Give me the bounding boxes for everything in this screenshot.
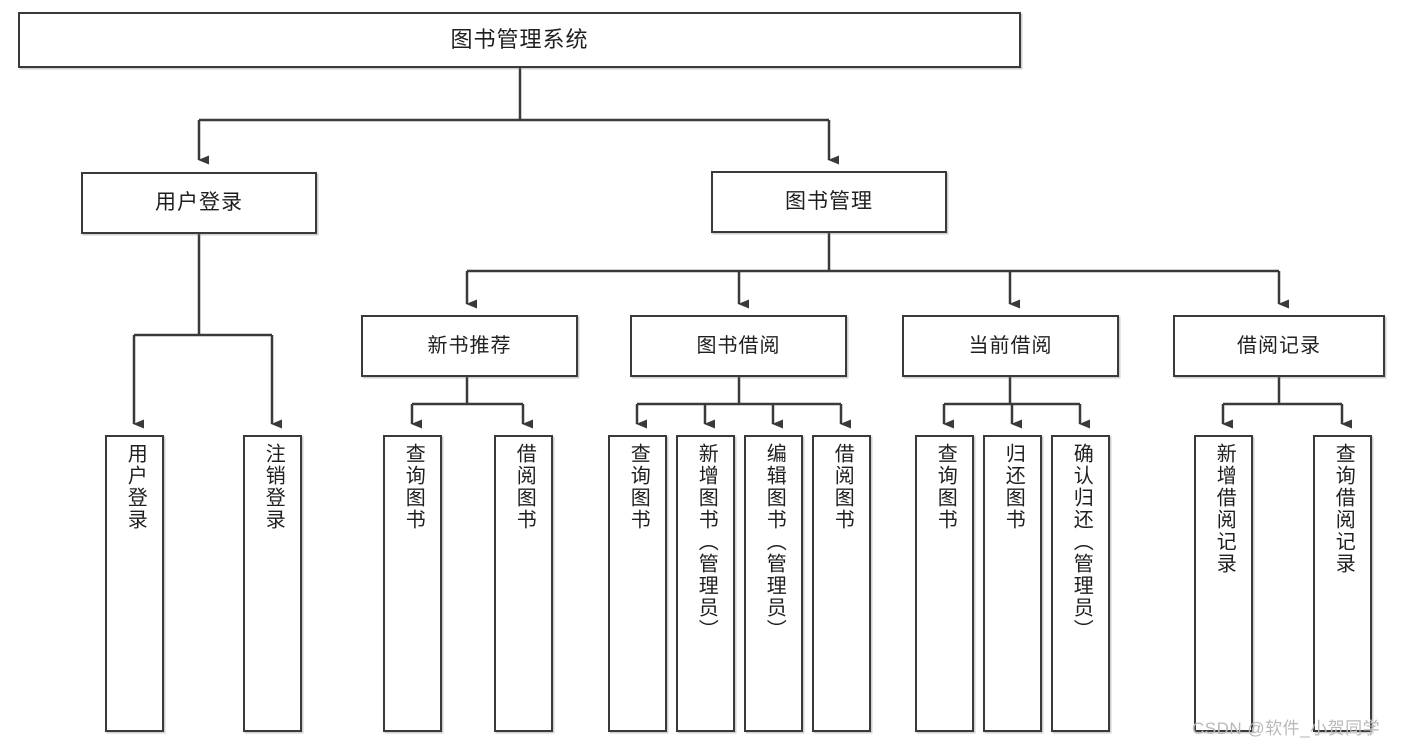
node-label: 图书借阅: [696, 334, 781, 357]
node-leaf-logout[interactable]: 注销登录: [243, 435, 302, 732]
node-leaf-add-book-admin[interactable]: 新增图书（管理员）: [676, 435, 735, 732]
node-user-login[interactable]: 用户登录: [81, 172, 317, 234]
node-label: 用户登录: [124, 443, 147, 531]
node-label: 查询图书: [627, 443, 650, 531]
node-label: 图书管理系统: [450, 27, 589, 53]
node-label: 借阅图书: [831, 443, 854, 531]
node-label: 新增图书（管理员）: [695, 443, 718, 641]
watermark-text: CSDN @软件_小贺同学: [1192, 719, 1381, 738]
node-leaf-confirm-return-admin[interactable]: 确认归还（管理员）: [1051, 435, 1110, 732]
node-leaf-query-books-recommendation[interactable]: 查询图书: [383, 435, 442, 732]
node-leaf-query-books-current[interactable]: 查询图书: [915, 435, 974, 732]
node-label: 借阅图书: [513, 443, 536, 531]
node-leaf-borrow-books-borrowing[interactable]: 借阅图书: [812, 435, 871, 732]
node-label: 用户登录: [155, 190, 243, 214]
node-leaf-return-books[interactable]: 归还图书: [983, 435, 1042, 732]
node-label: 新增借阅记录: [1213, 443, 1236, 575]
node-new-book-recommendation[interactable]: 新书推荐: [361, 315, 578, 377]
node-label: 归还图书: [1002, 443, 1025, 531]
node-leaf-borrow-books-recommendation[interactable]: 借阅图书: [494, 435, 553, 732]
node-book-management[interactable]: 图书管理: [711, 171, 947, 233]
node-current-borrowing[interactable]: 当前借阅: [902, 315, 1119, 377]
node-label: 新书推荐: [427, 334, 512, 357]
node-leaf-query-borrow-record[interactable]: 查询借阅记录: [1313, 435, 1372, 732]
node-label: 确认归还（管理员）: [1070, 443, 1093, 641]
node-root-book-management-system[interactable]: 图书管理系统: [18, 12, 1021, 68]
node-label: 查询借阅记录: [1332, 443, 1355, 575]
node-label: 注销登录: [262, 443, 285, 531]
node-label: 查询图书: [402, 443, 425, 531]
node-label: 查询图书: [934, 443, 957, 531]
node-book-borrowing[interactable]: 图书借阅: [630, 315, 847, 377]
node-label: 编辑图书（管理员）: [763, 443, 786, 641]
node-leaf-user-login[interactable]: 用户登录: [105, 435, 164, 732]
node-label: 借阅记录: [1237, 334, 1321, 357]
node-label: 当前借阅: [968, 334, 1053, 357]
node-label: 图书管理: [785, 189, 873, 213]
node-leaf-add-borrow-record[interactable]: 新增借阅记录: [1194, 435, 1253, 732]
node-leaf-edit-book-admin[interactable]: 编辑图书（管理员）: [744, 435, 803, 732]
node-borrowing-records[interactable]: 借阅记录: [1173, 315, 1385, 377]
node-leaf-query-books-borrowing[interactable]: 查询图书: [608, 435, 667, 732]
